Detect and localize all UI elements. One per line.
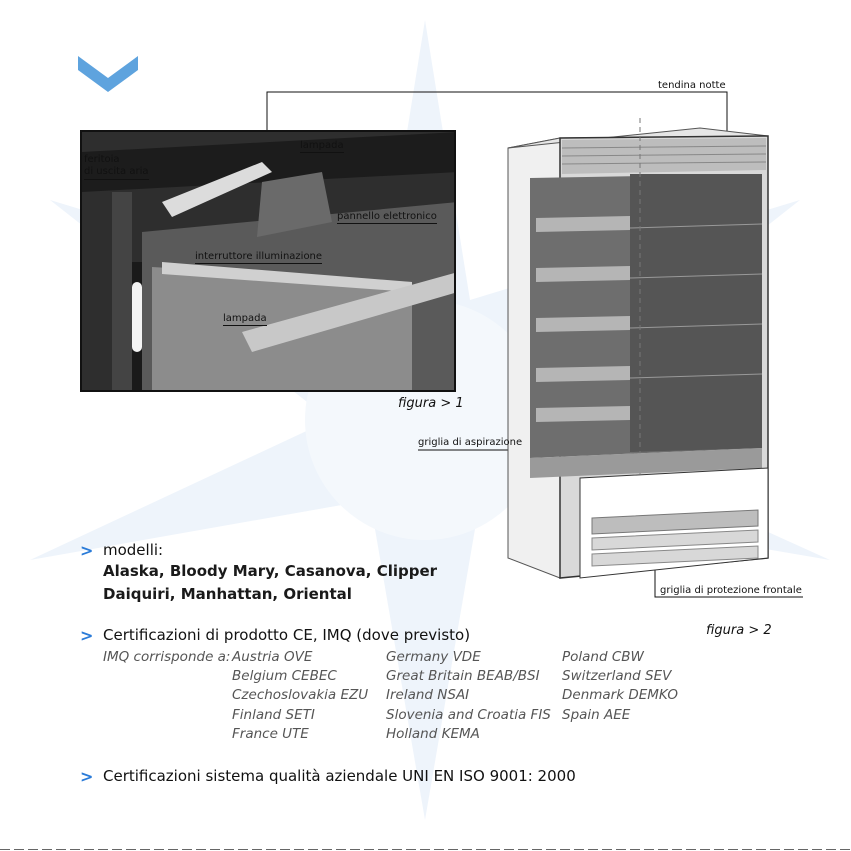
models-line-1: Alaska, Bloody Mary, Casanova, Clipper <box>103 562 438 580</box>
models-heading: modelli: <box>103 541 164 559</box>
label-lampada-bottom: lampada <box>223 313 267 326</box>
label-pannello: pannello elettronico <box>337 211 437 224</box>
figure-1-illustration <box>82 132 454 390</box>
figure-1-caption: figura > 1 <box>398 396 464 411</box>
page-edge-divider <box>0 849 851 850</box>
bullet-arrow-icon: > <box>80 626 94 645</box>
models-line-2: Daiquiri, Manhattan, Oriental <box>103 585 352 603</box>
figure-2-cabinet <box>507 118 769 579</box>
figure-1-photo <box>80 130 456 392</box>
imq-label: IMQ corrisponde a: <box>103 649 231 665</box>
models-list: Alaska, Bloody Mary, Casanova, Clipper D… <box>103 560 437 606</box>
chevron-down-icon <box>78 56 138 92</box>
figure-2-caption: figura > 2 <box>706 623 772 638</box>
label-lampada-top: lampada <box>300 140 344 153</box>
cert-column-1: Austria OVE Belgium CEBEC Czechoslovakia… <box>232 649 369 742</box>
label-interruttore: interruttore illuminazione <box>195 251 323 264</box>
cert-column-2: Germany VDE Great Britain BEAB/BSI Irela… <box>386 649 551 742</box>
label-griglia-aspirazione: griglia di aspirazione <box>418 437 523 448</box>
cert-column-3: Poland CBW Switzerland SEV Denmark DEMKO… <box>562 649 679 723</box>
bullet-arrow-icon: > <box>80 541 94 560</box>
label-feritoia: feritoia di uscita aria <box>84 154 149 180</box>
certifications-heading: Certificazioni di prodotto CE, IMQ (dove… <box>103 626 471 644</box>
label-griglia-protezione: griglia di protezione frontale <box>660 585 802 596</box>
label-tendina-notte: tendina notte <box>658 80 726 91</box>
quality-certification: Certificazioni sistema qualità aziendale… <box>103 767 576 785</box>
bullet-arrow-icon: > <box>80 767 94 786</box>
